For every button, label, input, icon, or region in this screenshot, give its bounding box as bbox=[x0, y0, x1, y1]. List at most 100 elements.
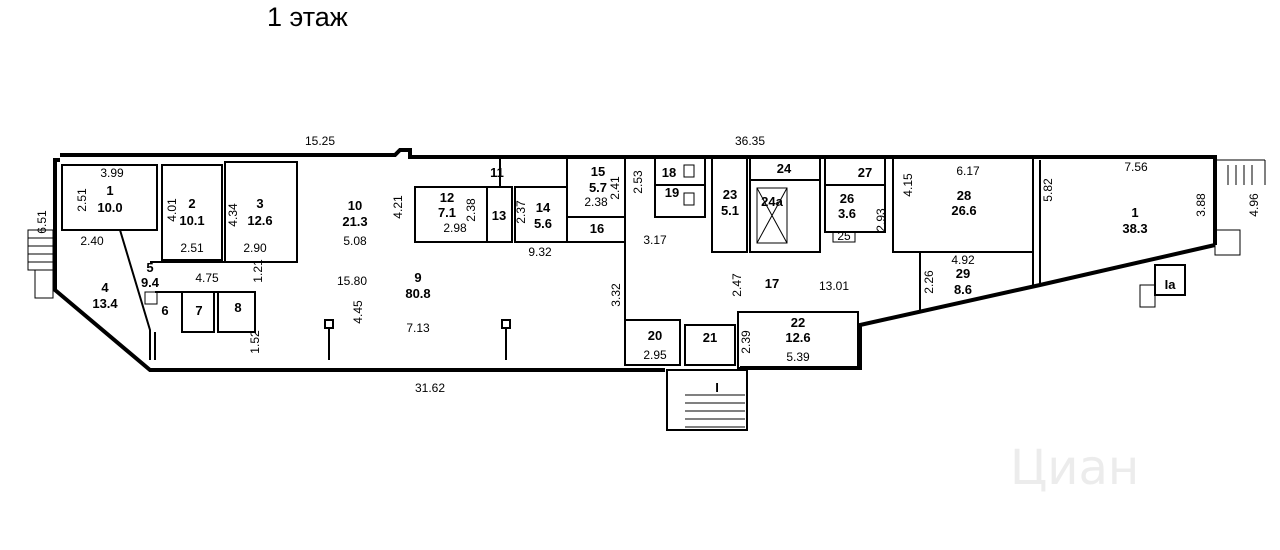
room-number: 10 bbox=[348, 198, 362, 213]
dimension: 2.39 bbox=[739, 330, 753, 354]
room-number: 2 bbox=[188, 196, 195, 211]
dimension: 2.47 bbox=[730, 273, 744, 297]
dimension: 2.51 bbox=[180, 241, 204, 255]
dimension: 4.75 bbox=[195, 271, 219, 285]
room-number: 19 bbox=[665, 185, 679, 200]
dimension: 5.08 bbox=[343, 234, 367, 248]
room-number: 26 bbox=[840, 191, 854, 206]
dimension: 2.37 bbox=[514, 200, 528, 224]
room-number: 25 bbox=[837, 229, 851, 243]
inner-walls bbox=[61, 156, 1034, 369]
room-number: 29 bbox=[956, 266, 970, 281]
dimension: 2.38 bbox=[464, 198, 478, 222]
room-number: 13 bbox=[492, 208, 506, 223]
room-area: 9.4 bbox=[141, 275, 160, 290]
dimension: 31.62 bbox=[415, 381, 445, 395]
room-area: 3.6 bbox=[838, 206, 856, 221]
watermark: Циан bbox=[1010, 440, 1140, 496]
entrance-label: Ia bbox=[1165, 277, 1177, 292]
dimension: 2.93 bbox=[874, 208, 888, 232]
dimension: 15.80 bbox=[337, 274, 367, 288]
dimension: 13.01 bbox=[819, 279, 849, 293]
room-number: 9 bbox=[414, 270, 421, 285]
dimension: 2.41 bbox=[608, 176, 622, 200]
dimension: 1.52 bbox=[248, 330, 262, 354]
dimension: 7.13 bbox=[406, 321, 430, 335]
room-number: 1 bbox=[1131, 205, 1138, 220]
dimension: 2.40 bbox=[80, 234, 104, 248]
room-area: 5.1 bbox=[721, 203, 739, 218]
room-number: 12 bbox=[440, 190, 454, 205]
dimension: 4.15 bbox=[901, 173, 915, 197]
room-number: 15 bbox=[591, 164, 605, 179]
dimension: 6.51 bbox=[35, 210, 49, 234]
right-stairs bbox=[1139, 159, 1266, 308]
dimension: 4.34 bbox=[226, 203, 240, 227]
room-number: 27 bbox=[858, 165, 872, 180]
room-area: 5.6 bbox=[534, 216, 552, 231]
dimension: 3.32 bbox=[609, 283, 623, 307]
dimension: 4.45 bbox=[351, 300, 365, 324]
room-number: 1 bbox=[106, 183, 113, 198]
entrance-label: I bbox=[715, 380, 719, 395]
dimension: 2.98 bbox=[443, 221, 467, 235]
outer-walls bbox=[53, 148, 1217, 372]
entrance-porch bbox=[666, 369, 748, 431]
floor-title: 1 этаж bbox=[267, 2, 348, 32]
dimension: 3.88 bbox=[1194, 193, 1208, 217]
room-area: 21.3 bbox=[342, 214, 367, 229]
room-number: 6 bbox=[161, 303, 168, 318]
room-number: 11 bbox=[490, 165, 504, 180]
room-area: 7.1 bbox=[438, 205, 456, 220]
room-number: 21 bbox=[703, 330, 717, 345]
dimension: 2.95 bbox=[643, 348, 667, 362]
dimension-labels: 15.25 36.35 3.99 2.51 6.51 2.40 4.01 2.5… bbox=[35, 134, 1261, 395]
room-area: 10.0 bbox=[97, 200, 122, 215]
dimension: 15.25 bbox=[305, 134, 335, 148]
room-area: 13.4 bbox=[92, 296, 118, 311]
room-number: 5 bbox=[146, 260, 153, 275]
room-area: 26.6 bbox=[951, 203, 976, 218]
dimension: 4.01 bbox=[165, 198, 179, 222]
room-area: 5.7 bbox=[589, 180, 607, 195]
room-area: 10.1 bbox=[179, 213, 204, 228]
dimension: 2.90 bbox=[243, 241, 267, 255]
room-area: 12.6 bbox=[785, 330, 810, 345]
room-number: 18 bbox=[662, 165, 676, 180]
room-number: 3 bbox=[256, 196, 263, 211]
room-number: 17 bbox=[765, 276, 779, 291]
room-number: 24 bbox=[777, 161, 792, 176]
dimension: 9.32 bbox=[528, 245, 552, 259]
room-number: 28 bbox=[957, 188, 971, 203]
dimension: 5.82 bbox=[1041, 178, 1055, 202]
dimension: 7.56 bbox=[1124, 160, 1148, 174]
dimension: 4.21 bbox=[391, 195, 405, 219]
room-area: 80.8 bbox=[405, 286, 430, 301]
room-number: 16 bbox=[590, 221, 604, 236]
dimension: 2.38 bbox=[584, 195, 608, 209]
room-number: 24а bbox=[761, 194, 783, 209]
room-number: 8 bbox=[234, 300, 241, 315]
room-area: 8.6 bbox=[954, 282, 972, 297]
dimension: 4.96 bbox=[1247, 193, 1261, 217]
room-number: 4 bbox=[101, 280, 109, 295]
room-number: 14 bbox=[536, 200, 551, 215]
dimension: 4.92 bbox=[951, 253, 975, 267]
room-number: 20 bbox=[648, 328, 662, 343]
room-number: 7 bbox=[195, 303, 202, 318]
room-area: 12.6 bbox=[247, 213, 272, 228]
room-area: 38.3 bbox=[1122, 221, 1147, 236]
room-number: 23 bbox=[723, 187, 737, 202]
dimension: 2.53 bbox=[631, 170, 645, 194]
dimension: 3.17 bbox=[643, 233, 667, 247]
dimension: 36.35 bbox=[735, 134, 765, 148]
left-stairs bbox=[27, 229, 54, 299]
dimension: 2.51 bbox=[75, 188, 89, 212]
dimension: 6.17 bbox=[956, 164, 980, 178]
dimension: 3.99 bbox=[100, 166, 124, 180]
dimension: 1.21 bbox=[251, 259, 265, 283]
room-number: 22 bbox=[791, 315, 805, 330]
room-labels: 1 10.0 2 10.1 3 12.6 4 13.4 5 9.4 6 7 8 … bbox=[92, 161, 1176, 395]
dimension: 2.26 bbox=[922, 270, 936, 294]
